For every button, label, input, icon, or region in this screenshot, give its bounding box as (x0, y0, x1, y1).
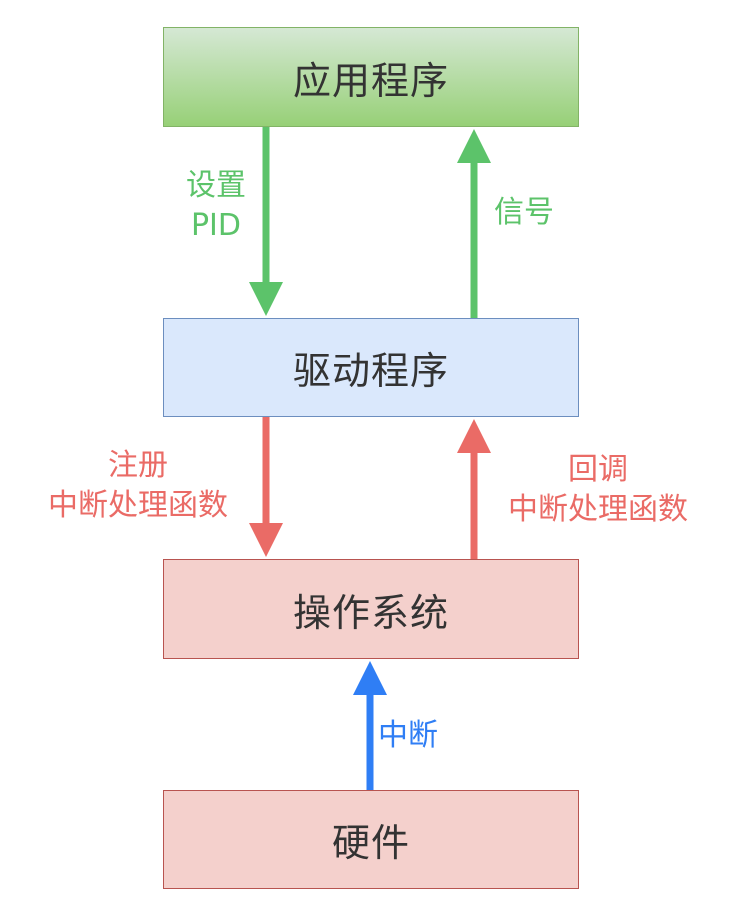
edge-label-set-pid-line1: 设置 (186, 168, 246, 203)
edge-label-register-line1: 注册 (108, 448, 168, 483)
arrow-set-pid (249, 127, 283, 316)
edge-label-interrupt-line1: 中断 (378, 718, 438, 753)
node-application-label: 应用程序 (292, 58, 449, 103)
node-application: 应用程序 (163, 27, 579, 127)
edge-label-callback-line1: 回调 (568, 452, 628, 487)
edge-label-interrupt: 中断 (378, 716, 438, 756)
arrow-interrupt (353, 661, 387, 790)
node-hardware: 硬件 (163, 790, 579, 889)
edge-label-set-pid: 设置 PID (176, 166, 256, 246)
node-hardware-label: 硬件 (331, 821, 410, 865)
edge-label-signal: 信号 (494, 193, 554, 233)
arrow-register (249, 417, 283, 557)
edge-label-callback-line2: 中断处理函数 (508, 492, 688, 527)
edge-label-register-line2: 中断处理函数 (48, 488, 228, 523)
node-operating-system: 操作系统 (163, 559, 579, 659)
arrow-callback (457, 419, 491, 559)
edge-label-signal-line1: 信号 (494, 195, 554, 230)
node-driver-label: 驱动程序 (292, 349, 449, 393)
node-os-label: 操作系统 (292, 590, 449, 635)
edge-label-callback: 回调 中断处理函数 (490, 450, 706, 530)
edge-label-set-pid-line2: PID (190, 208, 242, 243)
arrow-signal (457, 129, 491, 318)
node-driver: 驱动程序 (163, 318, 579, 417)
edge-label-register: 注册 中断处理函数 (30, 446, 246, 526)
